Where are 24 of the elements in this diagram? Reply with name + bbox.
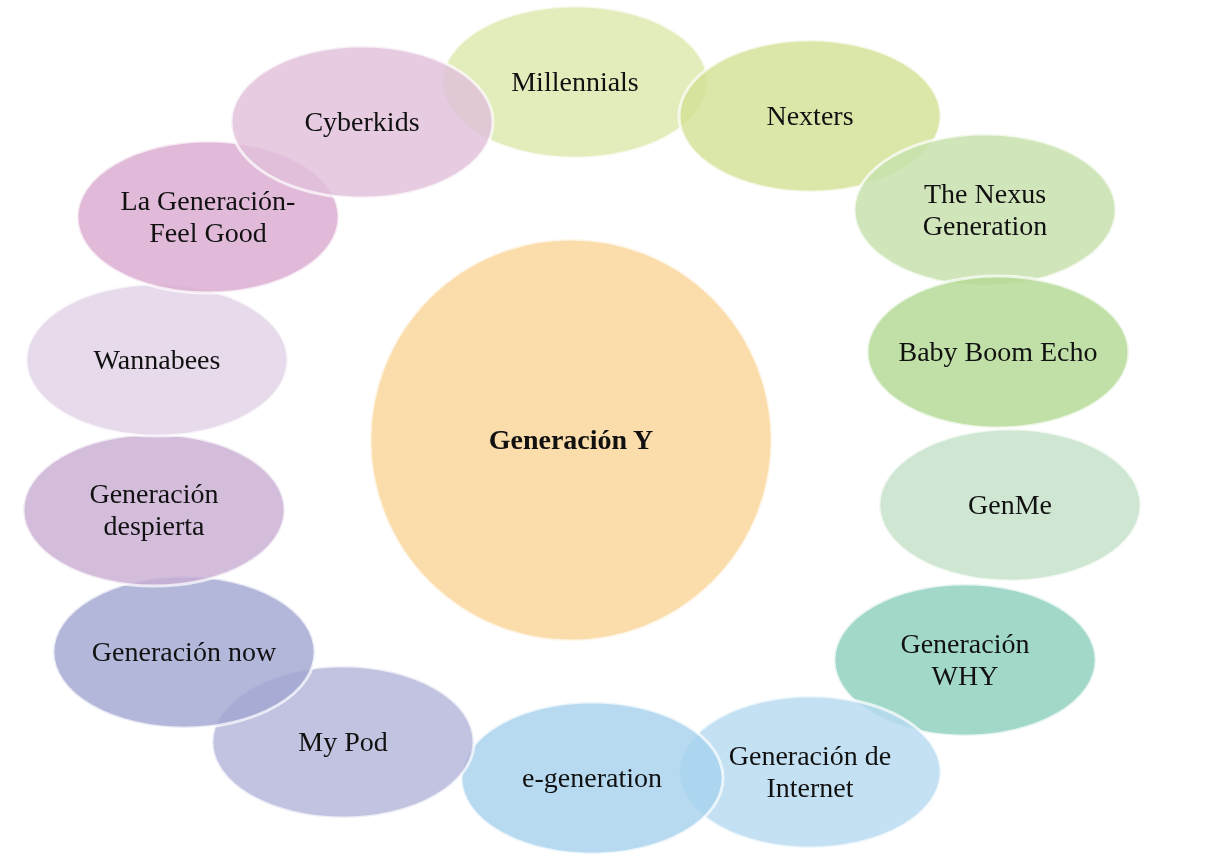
node-label: The Nexus Generation [921,178,1049,242]
node-label: La Generación-Feel Good [119,185,297,249]
node-label: Generación Y [488,424,654,456]
ellipse-node [865,274,1131,430]
ellipse-node [210,664,476,820]
ellipse-node [24,282,290,438]
node-label: My Pod [298,726,388,758]
node-label: Generación now [91,636,277,668]
node-label: Generación de Internet [727,740,893,804]
ellipse-node [832,582,1098,738]
ellipse-node [459,700,725,856]
ellipse-node [21,432,287,588]
node-label: Nexters [766,100,854,132]
ellipse-node [51,574,317,730]
ellipse-node [877,427,1143,583]
node-label: Cyberkids [304,106,420,138]
circle-node [368,237,774,643]
node-label: Wannabees [93,344,221,376]
node-label: Millennials [511,66,639,98]
node-label: Generación WHY [899,628,1031,692]
node-label: Baby Boom Echo [898,336,1098,368]
node-label: Generación despierta [88,478,220,542]
node-label: e-generation [522,762,662,794]
node-label: GenMe [968,489,1052,521]
